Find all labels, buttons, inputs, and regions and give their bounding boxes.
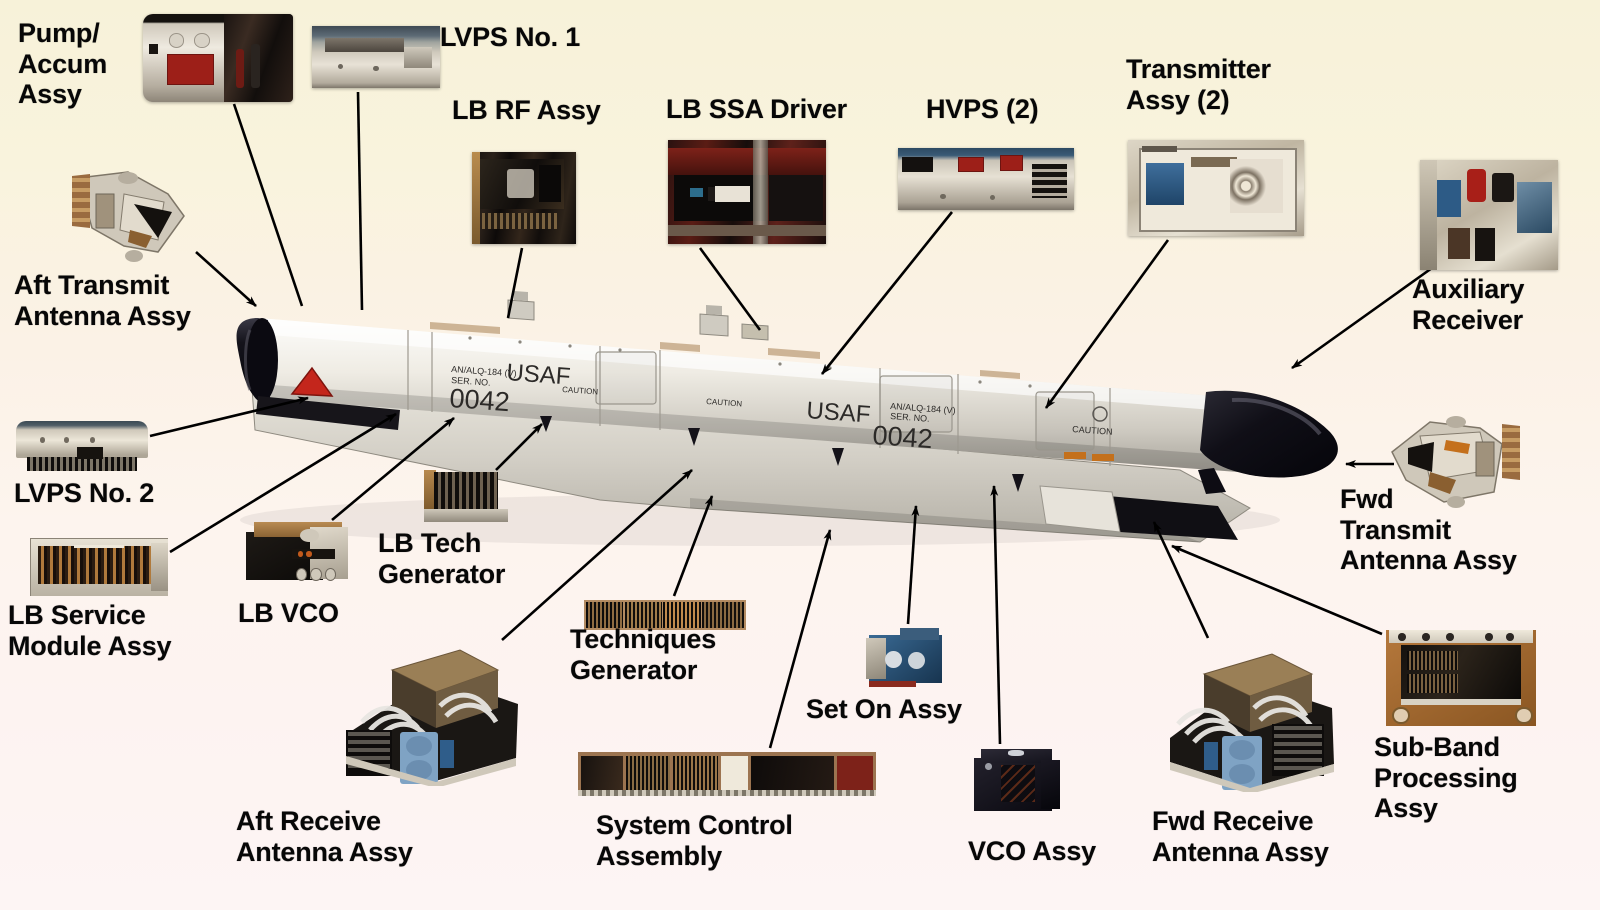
pump-accum-assy-photo <box>143 14 293 102</box>
label-lb-vco: LB VCO <box>238 598 339 628</box>
label-transmitter-assy-2: Transmitter Assy (2) <box>1126 54 1271 115</box>
label-set-on-assy: Set On Assy <box>806 694 962 724</box>
lb-rf-assy-photo <box>472 152 576 244</box>
stencil-designation-fwd: AN/ALQ-184 (V) <box>890 401 956 416</box>
pod-panel-seams <box>407 330 1111 466</box>
hvps-photo <box>898 148 1074 210</box>
serial-aft: 0042 <box>449 383 511 417</box>
pod-main-body <box>258 318 1238 472</box>
label-fwd-transmit-antenna-assy: Fwd Transmit Antenna Assy <box>1340 484 1517 575</box>
label-aft-receive-antenna-assy: Aft Receive Antenna Assy <box>236 806 413 867</box>
label-techniques-generator: Techniques Generator <box>570 624 717 685</box>
aft-receive-antenna-photo <box>340 636 526 786</box>
label-lvps-no-1: LVPS No. 1 <box>440 22 581 52</box>
lvps-no-1-photo <box>312 26 440 88</box>
label-fwd-receive-antenna-assy: Fwd Receive Antenna Assy <box>1152 806 1329 867</box>
fwd-transmit-antenna-photo <box>1384 414 1520 510</box>
pod-stencil-fwd: USAF AN/ALQ-184 (V) SER. NO. 0042 CAUTIO… <box>706 397 1114 461</box>
caution-mid: CAUTION <box>706 397 743 409</box>
vco-assy-photo <box>968 746 1064 818</box>
label-lb-rf-assy: LB RF Assy <box>452 95 601 125</box>
label-vco-assy: VCO Assy <box>968 836 1096 866</box>
sub-band-processing-photo <box>1386 630 1536 726</box>
lb-ssa-driver-photo <box>668 140 826 244</box>
stencil-serno-fwd: SER. NO. <box>890 411 930 424</box>
pod-index-triangles <box>540 416 1024 492</box>
lb-tech-generator-photo <box>424 470 508 524</box>
usaf-fwd: USAF <box>806 397 872 428</box>
label-lb-ssa-driver: LB SSA Driver <box>666 94 847 124</box>
label-auxiliary-receiver: Auxiliary Receiver <box>1412 274 1525 335</box>
set-on-assy-photo <box>866 626 944 688</box>
lb-vco-photo <box>246 522 350 590</box>
label-system-control-assembly: System Control Assembly <box>596 810 793 871</box>
usaf-aft: USAF <box>506 359 572 390</box>
caution-aft: CAUTION <box>562 385 599 397</box>
system-control-assembly-photo <box>578 752 876 796</box>
aft-radome <box>236 318 278 402</box>
pod-warning-triangle <box>290 366 334 397</box>
fwd-nose-radome <box>1198 390 1338 494</box>
label-lvps-no-2: LVPS No. 2 <box>14 478 155 508</box>
label-sub-band-processing-assy: Sub-Band Processing Assy <box>1374 732 1518 823</box>
label-lb-tech-generator: LB Tech Generator <box>378 528 506 589</box>
lb-service-module-photo <box>30 538 168 596</box>
aft-transmit-antenna-photo <box>72 168 204 264</box>
fwd-receive-antenna-photo <box>1160 642 1346 792</box>
pod-dorsal-lugs <box>507 291 769 341</box>
serial-fwd: 0042 <box>872 420 934 454</box>
label-lb-service-module-assy: LB Service Module Assy <box>8 600 172 661</box>
label-pump-accum-assy: Pump/ Accum Assy <box>18 18 108 109</box>
label-hvps-2: HVPS (2) <box>926 94 1039 124</box>
caution-fwd: CAUTION <box>1072 424 1113 437</box>
transmitter-assy-photo <box>1128 140 1304 236</box>
lvps-no-2-photo <box>16 418 148 474</box>
label-aft-transmit-antenna-assy: Aft Transmit Antenna Assy <box>14 270 191 331</box>
stencil-designation-aft: AN/ALQ-184 (V) <box>451 364 517 379</box>
stencil-serno-aft: SER. NO. <box>451 375 491 388</box>
auxiliary-receiver-photo <box>1420 160 1558 270</box>
pod-stencil-aft: AN/ALQ-184 (V) SER. NO. 0042 USAF CAUTIO… <box>449 359 599 417</box>
